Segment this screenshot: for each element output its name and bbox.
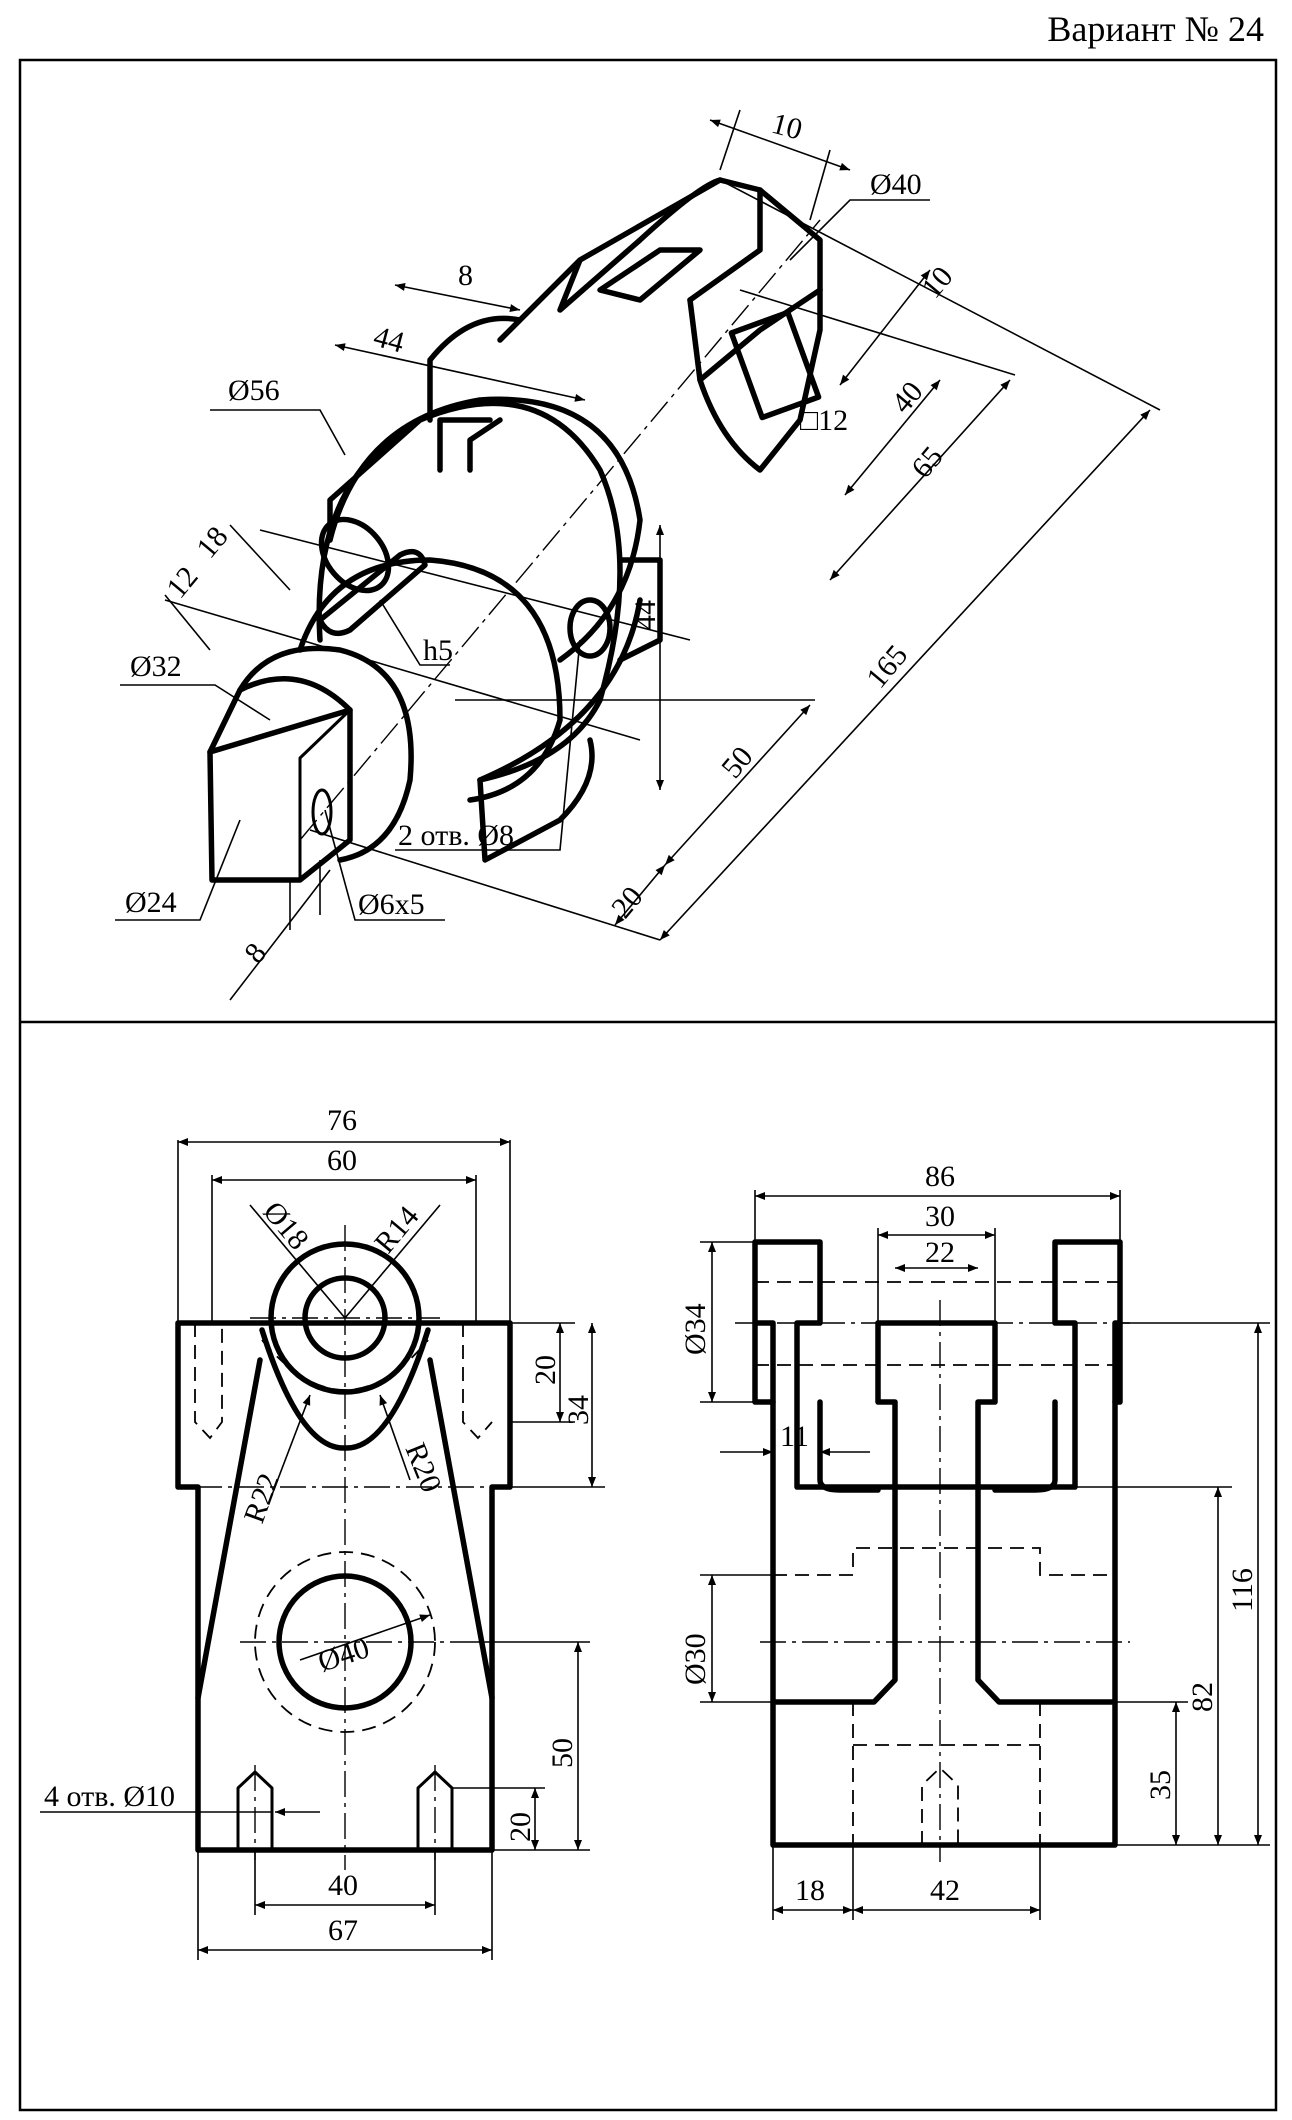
dim-40-right: 40 <box>885 375 930 419</box>
dim-67: 67 <box>328 1914 358 1947</box>
variant-label: Вариант № 24 <box>1047 9 1264 49</box>
dim-165: 165 <box>860 639 914 695</box>
dim-8-bottom: 8 <box>238 937 273 970</box>
dim-d40: Ø40 <box>870 168 922 201</box>
dim-11: 11 <box>780 1420 809 1453</box>
dim-40-front: 40 <box>328 1869 358 1902</box>
dim-4-holes-d10: 4 отв. Ø10 <box>44 1780 175 1813</box>
dim-18-side: 18 <box>795 1874 825 1907</box>
dim-d30: Ø30 <box>679 1633 712 1685</box>
dim-20: 20 <box>605 880 650 924</box>
dim-2-holes-d8: 2 отв. Ø8 <box>398 819 514 852</box>
dim-76: 76 <box>327 1104 357 1137</box>
dim-22-side: 22 <box>925 1236 955 1269</box>
isometric-view: 10 Ø40 8 44 Ø56 10 40 65 □12 165 <box>115 107 1161 1001</box>
dim-h5: h5 <box>423 634 453 667</box>
front-view: 76 60 Ø18 R14 20 34 R22 R20 Ø40 50 <box>40 1104 605 1960</box>
dim-d24: Ø24 <box>125 886 177 919</box>
dim-60: 60 <box>327 1144 357 1177</box>
dim-10-top: 10 <box>768 107 806 147</box>
dim-20b-front: 20 <box>504 1812 537 1842</box>
dim-8-top: 8 <box>458 259 473 292</box>
dim-35: 35 <box>1144 1770 1177 1800</box>
dim-10-right: 10 <box>915 260 960 304</box>
dim-50-front: 50 <box>546 1738 579 1768</box>
sheet-frame <box>18 58 1278 2112</box>
dim-20-front: 20 <box>529 1355 562 1385</box>
dim-d6x5: Ø6x5 <box>358 888 425 921</box>
dim-82: 82 <box>1186 1682 1219 1712</box>
dim-d18: Ø18 <box>257 1195 315 1256</box>
front-dimensions: 76 60 Ø18 R14 20 34 R22 R20 Ø40 50 <box>40 1104 605 1960</box>
dim-sq12: □12 <box>800 404 848 437</box>
dim-65: 65 <box>905 440 950 484</box>
dim-116: 116 <box>1226 1568 1259 1612</box>
dim-d34: Ø34 <box>679 1303 712 1355</box>
dim-r20: R20 <box>399 1438 448 1497</box>
dim-d32: Ø32 <box>130 650 182 683</box>
dim-r22: R22 <box>238 1469 286 1527</box>
dim-42: 42 <box>930 1874 960 1907</box>
dim-50: 50 <box>715 740 760 784</box>
side-dimensions: 86 30 22 Ø34 11 Ø30 116 82 <box>679 1160 1270 1920</box>
dim-d40-front: Ø40 <box>314 1631 373 1678</box>
dim-18: 18 <box>190 520 235 564</box>
dim-44-vert: 44 <box>629 600 662 630</box>
side-view: 86 30 22 Ø34 11 Ø30 116 82 <box>679 1160 1270 1920</box>
dim-34-front: 34 <box>562 1395 595 1425</box>
dim-86: 86 <box>925 1160 955 1193</box>
dim-d56: Ø56 <box>228 374 280 407</box>
dim-30-side: 30 <box>925 1200 955 1233</box>
